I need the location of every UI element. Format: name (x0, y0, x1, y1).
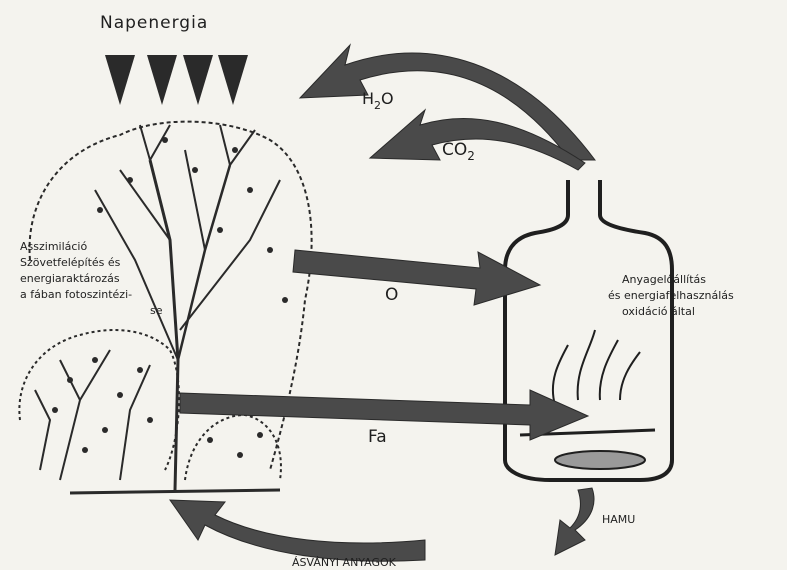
tree-caption: Asszimiláció Szövetfelépítés és energiar… (20, 240, 163, 317)
tree-branch-1 (178, 165, 230, 360)
sun-ray-2 (147, 55, 177, 105)
tree-caption-line-5: se (150, 304, 163, 317)
h2o-label: H2O (362, 89, 394, 112)
stove-caption-line-2: és energiafelhasználás (608, 289, 734, 302)
stove-caption-line-3: oxidáció által (622, 305, 695, 318)
co2-label: CO2 (442, 140, 475, 163)
stove-flames (553, 330, 640, 405)
flow-arrows (170, 45, 595, 561)
bush-right-outline (185, 415, 281, 480)
ash-label: HAMU (602, 513, 635, 526)
stove-caption-line-1: Anyagelőállítás (622, 273, 706, 286)
bush-branches (35, 350, 150, 480)
tree-illustration (19, 122, 311, 493)
sun-ray-1 (105, 55, 135, 105)
sun-ray-4 (218, 55, 248, 105)
ash-arrow (555, 488, 594, 555)
tree-twigs (140, 125, 255, 165)
tree-caption-line-1: Asszimiláció (20, 240, 87, 253)
sun-energy-label: Napenergia (100, 13, 208, 33)
oxygen-label: O (385, 285, 398, 305)
ground-line (70, 490, 280, 493)
sun-rays (105, 55, 248, 105)
wood-label: Fa (368, 427, 387, 447)
tree-caption-line-2: Szövetfelépítés és (20, 256, 121, 269)
tree-branch-5 (185, 150, 205, 250)
sun-ray-3 (183, 55, 213, 105)
tree-caption-line-4: a fában fotoszintézi- (20, 288, 132, 301)
stove-caption: Anyagelőállítás és energiafelhasználás o… (608, 273, 734, 318)
minerals-label: ÁSVÁNYI ANYAGOK (292, 556, 397, 569)
ash-pile (555, 451, 645, 469)
tree-caption-line-3: energiaraktározás (20, 272, 120, 285)
minerals-arrow (170, 500, 425, 561)
oxygen-arrow (293, 250, 540, 305)
